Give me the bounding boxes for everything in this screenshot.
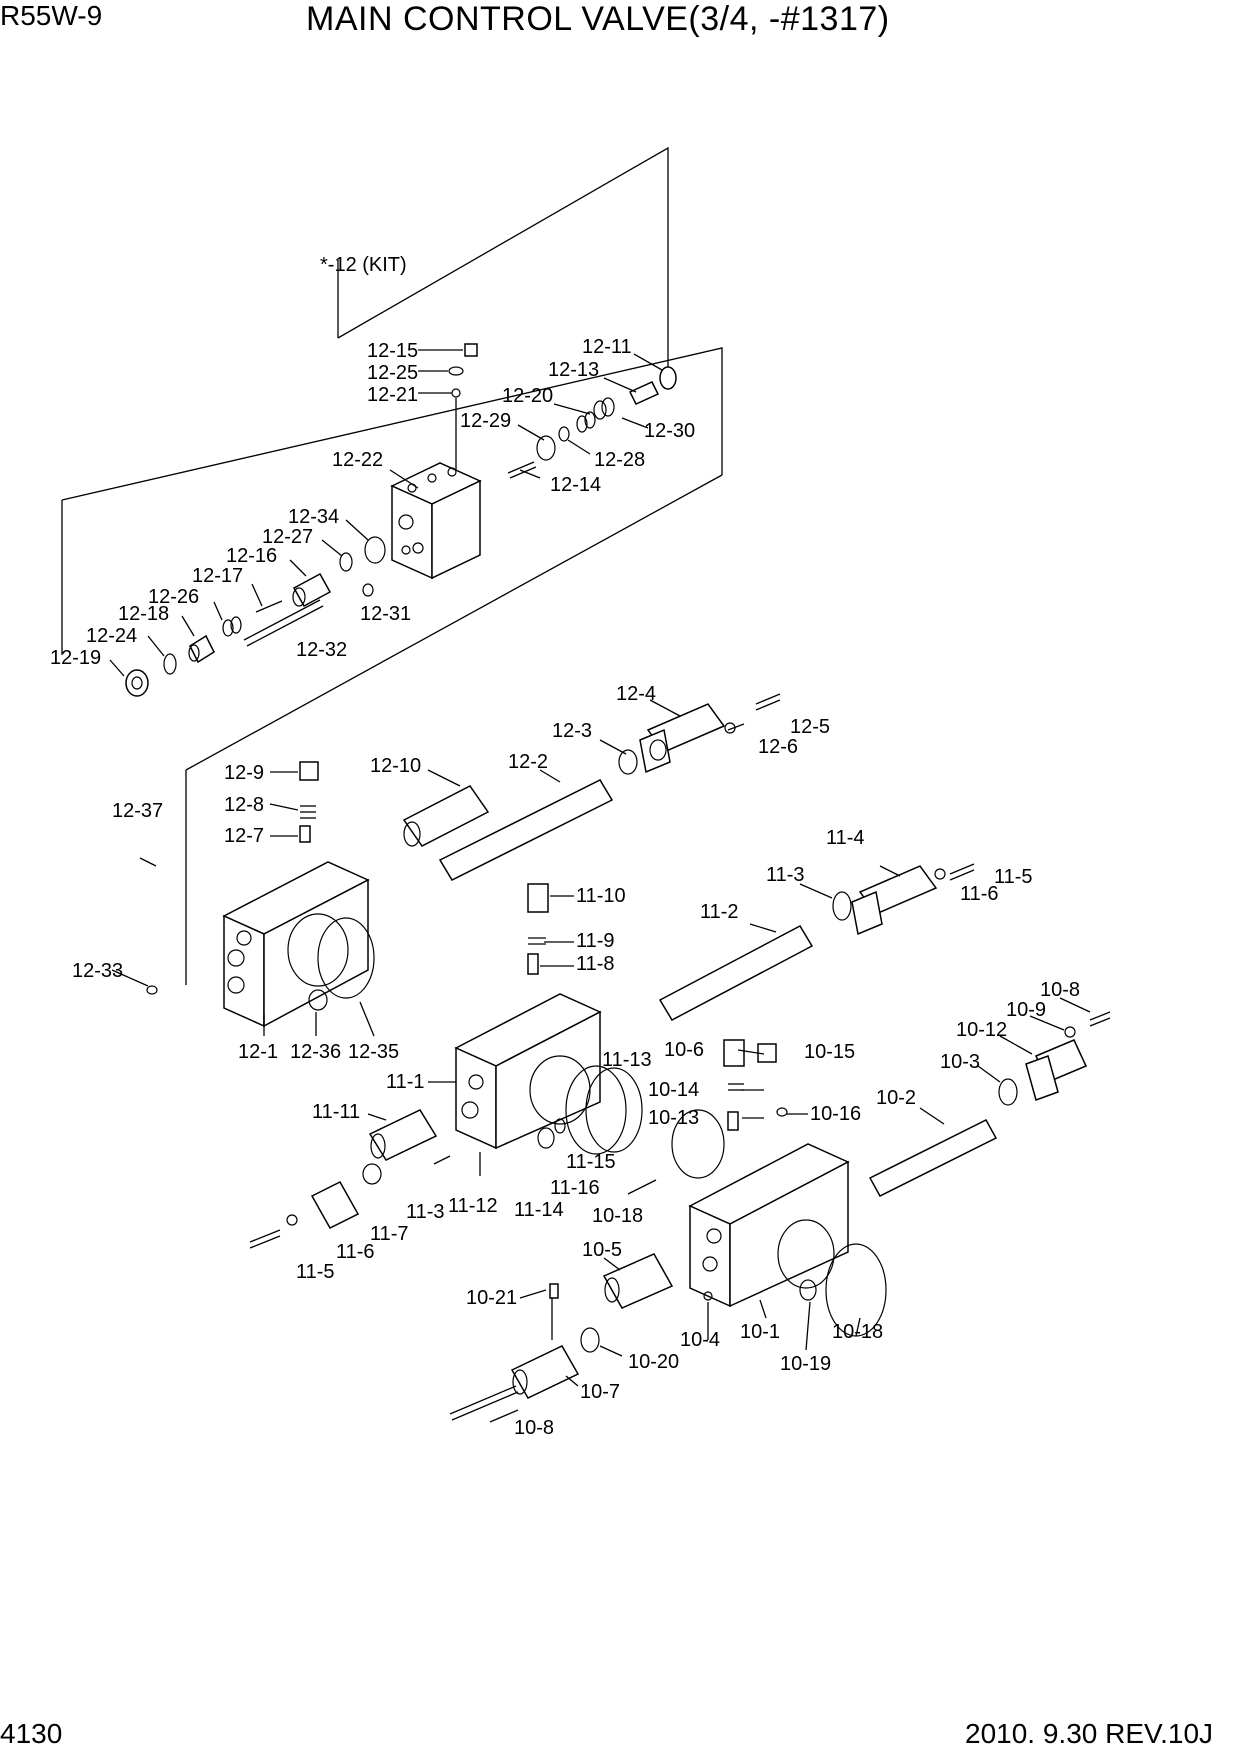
callout-label: 10-8 — [514, 1417, 554, 1439]
callout-label: 12-37 — [112, 800, 163, 822]
callout-label: 10-19 — [780, 1353, 831, 1375]
callout-label: 12-35 — [348, 1041, 399, 1063]
callout-label: 12-20 — [502, 385, 553, 407]
callout-label: 11-5 — [296, 1261, 335, 1283]
callout-label: 12-28 — [594, 449, 645, 471]
callout-label: 12-36 — [290, 1041, 341, 1063]
callout-label: 11-8 — [576, 953, 615, 975]
callout-label: 11-3 — [406, 1201, 445, 1223]
page-title: MAIN CONTROL VALVE(3/4, -#1317) — [306, 0, 890, 38]
callout-label: 10-12 — [956, 1019, 1007, 1041]
callout-label: 12-24 — [86, 625, 137, 647]
callout-label: 12-7 — [224, 825, 264, 847]
callout-label: 12-6 — [758, 736, 798, 758]
callout-label: 11-4 — [826, 827, 865, 849]
callout-label: 12-33 — [72, 960, 123, 982]
callout-label: 12-30 — [644, 420, 695, 442]
callout-label: 12-32 — [296, 639, 347, 661]
callout-label: 10-18 — [832, 1321, 883, 1343]
spool-group-10 — [671, 1011, 1111, 1197]
callout-label: 12-14 — [550, 474, 601, 496]
callout-label: 12-16 — [226, 545, 277, 567]
revision-date: 2010. 9.30 REV.10J — [965, 1718, 1214, 1749]
callout-label: 11-1 — [386, 1071, 425, 1093]
callout-label: 10-3 — [940, 1051, 980, 1073]
callout-label: 11-6 — [336, 1241, 375, 1263]
callout-label: 12-27 — [262, 526, 313, 548]
callout-label: 11-6 — [960, 883, 999, 905]
callout-label: 12-21 — [367, 384, 418, 406]
valve-block-11-1 — [249, 993, 643, 1249]
callout-label: 12-11 — [582, 336, 632, 358]
callout-label: 11-9 — [576, 930, 615, 952]
callout-label: 12-19 — [50, 647, 101, 669]
callout-label: 12-1 — [238, 1041, 278, 1063]
callout-label: 12-26 — [148, 586, 199, 608]
callout-label: 10-16 — [810, 1103, 861, 1125]
callout-label: 12-34 — [288, 506, 339, 528]
callout-label: 12-31 — [360, 603, 411, 625]
callout-label: 10-5 — [582, 1239, 622, 1261]
callout-label: 10-13 — [648, 1107, 699, 1129]
callout-label: 11-11 — [312, 1101, 360, 1123]
callout-label: 10-1 — [740, 1321, 780, 1343]
callout-label: 10-20 — [628, 1351, 679, 1373]
valve-block-10-1 — [449, 1143, 887, 1421]
callout-label: *-12 (KIT) — [320, 254, 407, 276]
callout-label: 12-9 — [224, 762, 264, 784]
callout-label: 12-4 — [616, 683, 656, 705]
callout-label: 11-2 — [700, 901, 739, 923]
callout-label: 10-2 — [876, 1087, 916, 1109]
callout-label: 10-7 — [580, 1381, 620, 1403]
callout-label: 12-2 — [508, 751, 548, 773]
callout-label: 11-7 — [370, 1223, 409, 1245]
callout-label: 11-12 — [448, 1195, 498, 1217]
callout-label: 12-18 — [118, 603, 169, 625]
callout-label: 10-14 — [648, 1079, 699, 1101]
spool-group-12 — [139, 693, 781, 995]
callout-label: 12-17 — [192, 565, 243, 587]
page-number: 4130 — [0, 1718, 63, 1749]
model-number: R55W-9 — [0, 0, 103, 31]
callout-label: 11-14 — [514, 1199, 564, 1221]
leader-lines — [109, 349, 1091, 1423]
callout-label: 12-10 — [370, 755, 421, 777]
callout-label: 12-15 — [367, 340, 418, 362]
callout-label: 10-6 — [664, 1039, 704, 1061]
callout-label: 12-5 — [790, 716, 830, 738]
callout-label: 10-15 — [804, 1041, 855, 1063]
callout-label: 11-10 — [576, 885, 626, 907]
callout-label: 11-15 — [566, 1151, 616, 1173]
valve-block-12-1 — [222, 861, 375, 1028]
callout-label: 10-21 — [466, 1287, 517, 1309]
callout-label: 11-5 — [994, 866, 1033, 888]
kit-bracket — [61, 146, 723, 985]
callout-label: 11-3 — [766, 864, 805, 886]
callout-label: 12-29 — [460, 410, 511, 432]
callout-label: 11-16 — [550, 1177, 600, 1199]
callout-label: 10-4 — [680, 1329, 720, 1351]
callout-label: 12-3 — [552, 720, 592, 742]
callout-label: 12-25 — [367, 362, 418, 384]
callout-label: 10-8 — [1040, 979, 1080, 1001]
spool-group-11 — [527, 863, 975, 1021]
callout-label: 12-22 — [332, 449, 383, 471]
callout-labels: *-12 (KIT) 12-15 12-25 12-21 12-11 12-13… — [50, 254, 1080, 1439]
pilot-block-12-22 — [390, 462, 482, 580]
callout-label: 12-13 — [548, 359, 599, 381]
callout-label: 10-18 — [592, 1205, 643, 1227]
callout-label: 11-13 — [602, 1049, 652, 1071]
callout-label: 10-9 — [1006, 999, 1046, 1021]
callout-label: 12-8 — [224, 794, 264, 816]
